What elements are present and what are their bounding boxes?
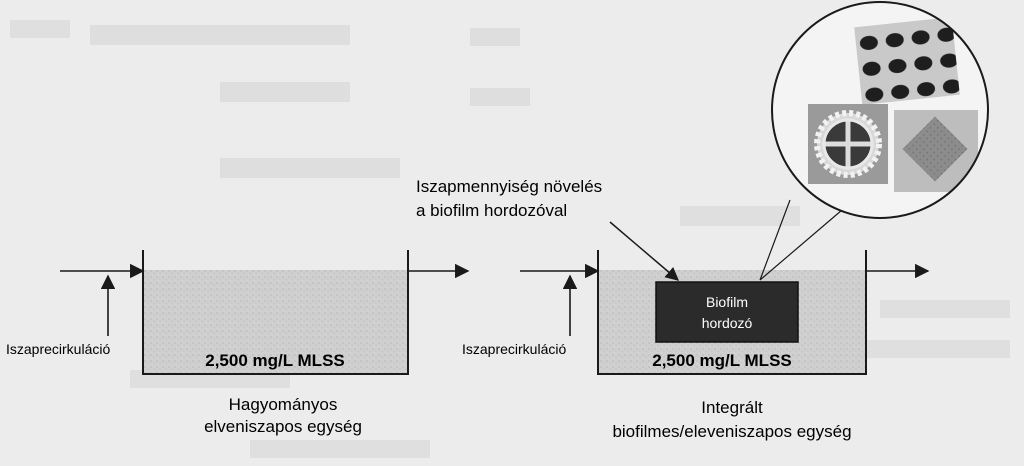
sludge-increase-annotation-line1: Iszapmennyiség növelés <box>416 177 602 196</box>
sponge-carrier-image <box>894 110 978 192</box>
annotation-pointer-arrow <box>609 221 680 281</box>
integrated-caption-line2: biofilmes/eleveniszapos egység <box>612 422 851 441</box>
conventional-tank-walls <box>142 250 409 375</box>
integrated-recirculation-label: Iszaprecirkuláció <box>462 341 566 357</box>
integrated-mlss-label: 2,500 mg/L MLSS <box>652 351 792 370</box>
conventional-tank-liquid <box>143 270 408 374</box>
biofilm-carrier-box <box>655 281 799 343</box>
background-ghost-texture <box>10 20 1010 458</box>
conventional-recirculation-label: Iszaprecirkuláció <box>6 341 110 357</box>
mesh-carrier-image <box>854 17 960 105</box>
carrier-inset: Biofilm hordozók <box>619 1 989 281</box>
conventional-mlss-label: 2,500 mg/L MLSS <box>205 351 345 370</box>
integrated-caption-line1: Integrált <box>701 398 763 417</box>
biofilm-carrier-label-line1: Biofilm <box>706 294 748 310</box>
conventional-caption-line1: Hagyományos <box>229 395 338 414</box>
biofilm-carrier-label-line2: hordozó <box>702 315 753 331</box>
integrated-tank-walls <box>597 250 867 375</box>
wheel-carrier-image <box>808 104 888 184</box>
inset-connector-lines <box>759 199 843 281</box>
inset-circle-outline <box>771 1 989 219</box>
conventional-unit: Iszaprecirkuláció 2,500 mg/L MLSS Hagyom… <box>6 250 470 436</box>
conventional-caption-line2: elveniszapos egység <box>204 417 362 436</box>
inset-title: Biofilm hordozók <box>619 65 745 84</box>
sludge-increase-annotation-line2: a biofilm hordozóval <box>416 201 567 220</box>
integrated-unit: Iszaprecirkuláció Biofilm hordozó 2,500 … <box>416 177 930 441</box>
